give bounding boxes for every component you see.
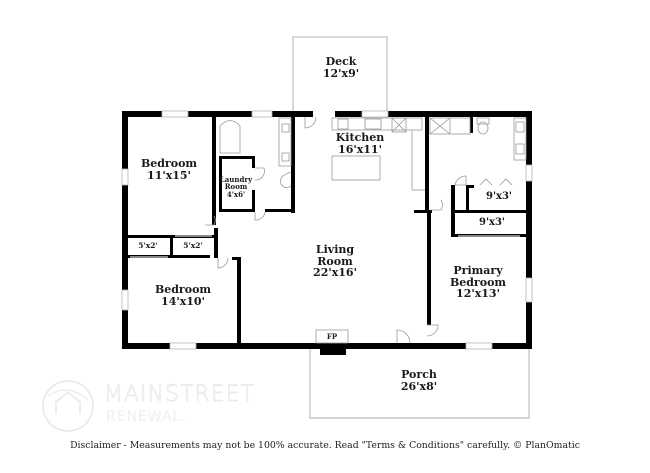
room-label-closet-d: 9'x3' bbox=[478, 217, 506, 229]
room-name: Bedroom bbox=[154, 283, 212, 296]
room-name: Bedroom bbox=[140, 157, 198, 170]
fixtures bbox=[205, 116, 527, 344]
room-label-bedroom-2: Bedroom 14'x10' bbox=[155, 284, 211, 307]
room-dimensions: 12'x9' bbox=[322, 66, 360, 80]
porch-outline bbox=[309, 347, 530, 419]
room-label-living-room: Living Room 22'x16' bbox=[313, 244, 357, 279]
exterior-walls bbox=[122, 111, 532, 349]
room-name: Porch bbox=[401, 368, 437, 381]
house-swirl-icon bbox=[42, 380, 94, 432]
watermark-logo: MAINSTREET RENEWAL. bbox=[38, 378, 268, 434]
room-label-closet-b: 5'x2' bbox=[183, 242, 203, 250]
room-dimensions: 22'x16' bbox=[313, 266, 357, 280]
room-dimensions: 12'x13' bbox=[456, 287, 500, 301]
room-dimensions: 4'x6' bbox=[226, 189, 246, 199]
room-name: Primary bbox=[453, 264, 503, 277]
room-name: Bedroom bbox=[449, 275, 507, 289]
room-label-primary-bedroom: Primary Bedroom 12'x13' bbox=[450, 265, 506, 300]
disclaimer-text: Disclaimer - Measurements may not be 100… bbox=[70, 440, 580, 451]
room-label-deck: Deck 12'x9' bbox=[323, 56, 359, 79]
room-label-laundry: Laundry Room 4'x6' bbox=[220, 176, 252, 198]
room-dimensions: 5'x2' bbox=[183, 241, 203, 250]
room-label-kitchen: Kitchen 16'x11' bbox=[336, 132, 385, 155]
fireplace-label: FP bbox=[326, 332, 338, 341]
room-label-porch: Porch 26'x8' bbox=[401, 369, 437, 392]
closet-doors bbox=[130, 235, 520, 258]
room-dimensions: 9'x3' bbox=[485, 191, 513, 202]
room-dimensions: 14'x10' bbox=[161, 294, 205, 308]
watermark-brand-line1: MAINSTREET bbox=[104, 382, 255, 408]
room-name: Room bbox=[317, 254, 353, 268]
interior-walls bbox=[122, 111, 531, 355]
room-dimensions: 5'x2' bbox=[138, 241, 158, 250]
room-dimensions: 9'x3' bbox=[478, 217, 506, 228]
room-label-closet-a: 5'x2' bbox=[138, 242, 158, 250]
windows bbox=[121, 110, 533, 350]
room-label-bedroom-1: Bedroom 11'x15' bbox=[141, 158, 197, 181]
room-dimensions: 11'x15' bbox=[147, 168, 191, 182]
watermark-brand-line2: RENEWAL. bbox=[106, 409, 187, 425]
room-name: Room bbox=[224, 182, 248, 192]
room-name: Deck bbox=[325, 55, 357, 68]
room-label-closet-c: 9'x3' bbox=[485, 191, 513, 203]
room-name: Laundry bbox=[219, 175, 253, 184]
room-name: Kitchen bbox=[335, 131, 385, 144]
room-dimensions: 16'x11' bbox=[338, 142, 382, 156]
room-dimensions: 26'x8' bbox=[400, 379, 438, 393]
room-name: Living bbox=[315, 243, 355, 256]
